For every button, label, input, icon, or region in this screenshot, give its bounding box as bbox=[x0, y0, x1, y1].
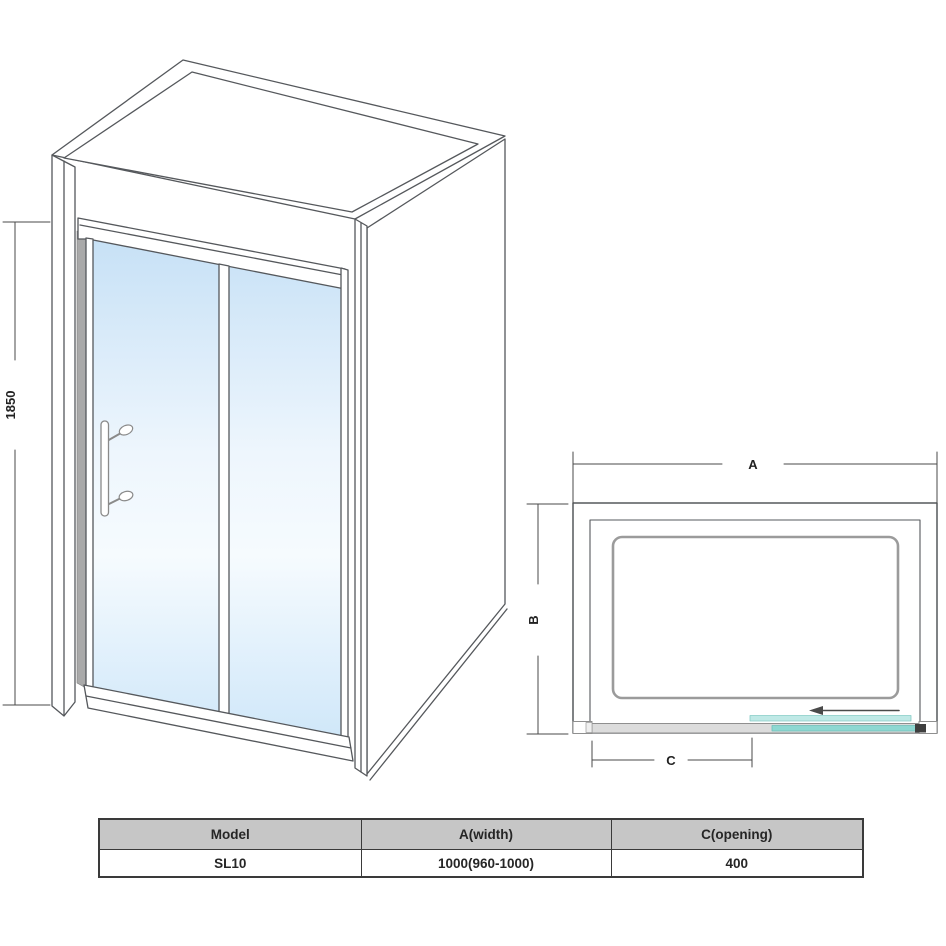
handle-top-hook bbox=[106, 432, 122, 442]
left-wall-post bbox=[51, 154, 76, 717]
dimension-c-label: C bbox=[666, 753, 676, 768]
top-view: A B C bbox=[526, 451, 938, 768]
dimension-a bbox=[572, 451, 938, 504]
right-wall-bottom-edge bbox=[369, 608, 508, 781]
door-header-rail bbox=[77, 217, 346, 290]
bottom-track-body bbox=[83, 684, 354, 762]
fixed-glass-panel bbox=[749, 715, 912, 722]
spec-table-header-a-width: A(width) bbox=[360, 818, 612, 850]
right-wall-face bbox=[366, 138, 506, 775]
dimension-b-label: B bbox=[526, 615, 541, 624]
door-middle-stile bbox=[218, 263, 230, 715]
door-right-stile bbox=[340, 267, 349, 758]
right-wall-panel bbox=[366, 138, 508, 781]
sliding-panel-indicator bbox=[809, 706, 900, 715]
door-jamb-profile bbox=[76, 230, 87, 689]
spec-table-header-c-opening: C(opening) bbox=[610, 818, 864, 850]
handle-bar bbox=[100, 420, 110, 517]
header-rail-body bbox=[77, 217, 346, 290]
handle-bottom-hook bbox=[106, 497, 122, 506]
shower-tray bbox=[611, 535, 900, 700]
header-rail-inner-line bbox=[79, 224, 344, 276]
door-stopper-block bbox=[915, 724, 926, 733]
handle-bottom-pad bbox=[118, 490, 134, 502]
spec-table-container: Model A(width) C(opening) SL10 1000(960-… bbox=[98, 818, 864, 878]
dimension-c bbox=[591, 737, 753, 768]
bottom-track bbox=[83, 684, 354, 762]
plan-track-left-notch bbox=[585, 722, 593, 733]
door-handle bbox=[100, 420, 134, 517]
height-dimension bbox=[2, 221, 51, 706]
handle-top-pad bbox=[118, 424, 134, 436]
spec-table-header-model: Model bbox=[98, 818, 362, 850]
height-dimension-label: 1850 bbox=[3, 391, 18, 420]
top-frame-inner bbox=[63, 71, 479, 213]
spec-cell-model: SL10 bbox=[98, 849, 362, 878]
enclosure-top-frame bbox=[51, 59, 506, 220]
spec-table-header-row: Model A(width) C(opening) bbox=[98, 818, 864, 850]
sliding-glass-panel bbox=[771, 725, 919, 732]
right-wall-post bbox=[354, 218, 368, 777]
door-left-stile bbox=[85, 237, 94, 690]
spec-table-data-row: SL10 1000(960-1000) 400 bbox=[98, 849, 864, 878]
slide-direction-arrow-head bbox=[809, 706, 823, 715]
spec-cell-a-width: 1000(960-1000) bbox=[360, 849, 612, 878]
spec-table: Model A(width) C(opening) SL10 1000(960-… bbox=[98, 818, 864, 878]
dimension-a-label: A bbox=[748, 457, 758, 472]
front-view-3d: 1850 bbox=[2, 59, 508, 781]
spec-cell-c-opening: 400 bbox=[610, 849, 864, 878]
dimension-b bbox=[526, 503, 569, 735]
bottom-track-mid-line bbox=[85, 695, 352, 749]
